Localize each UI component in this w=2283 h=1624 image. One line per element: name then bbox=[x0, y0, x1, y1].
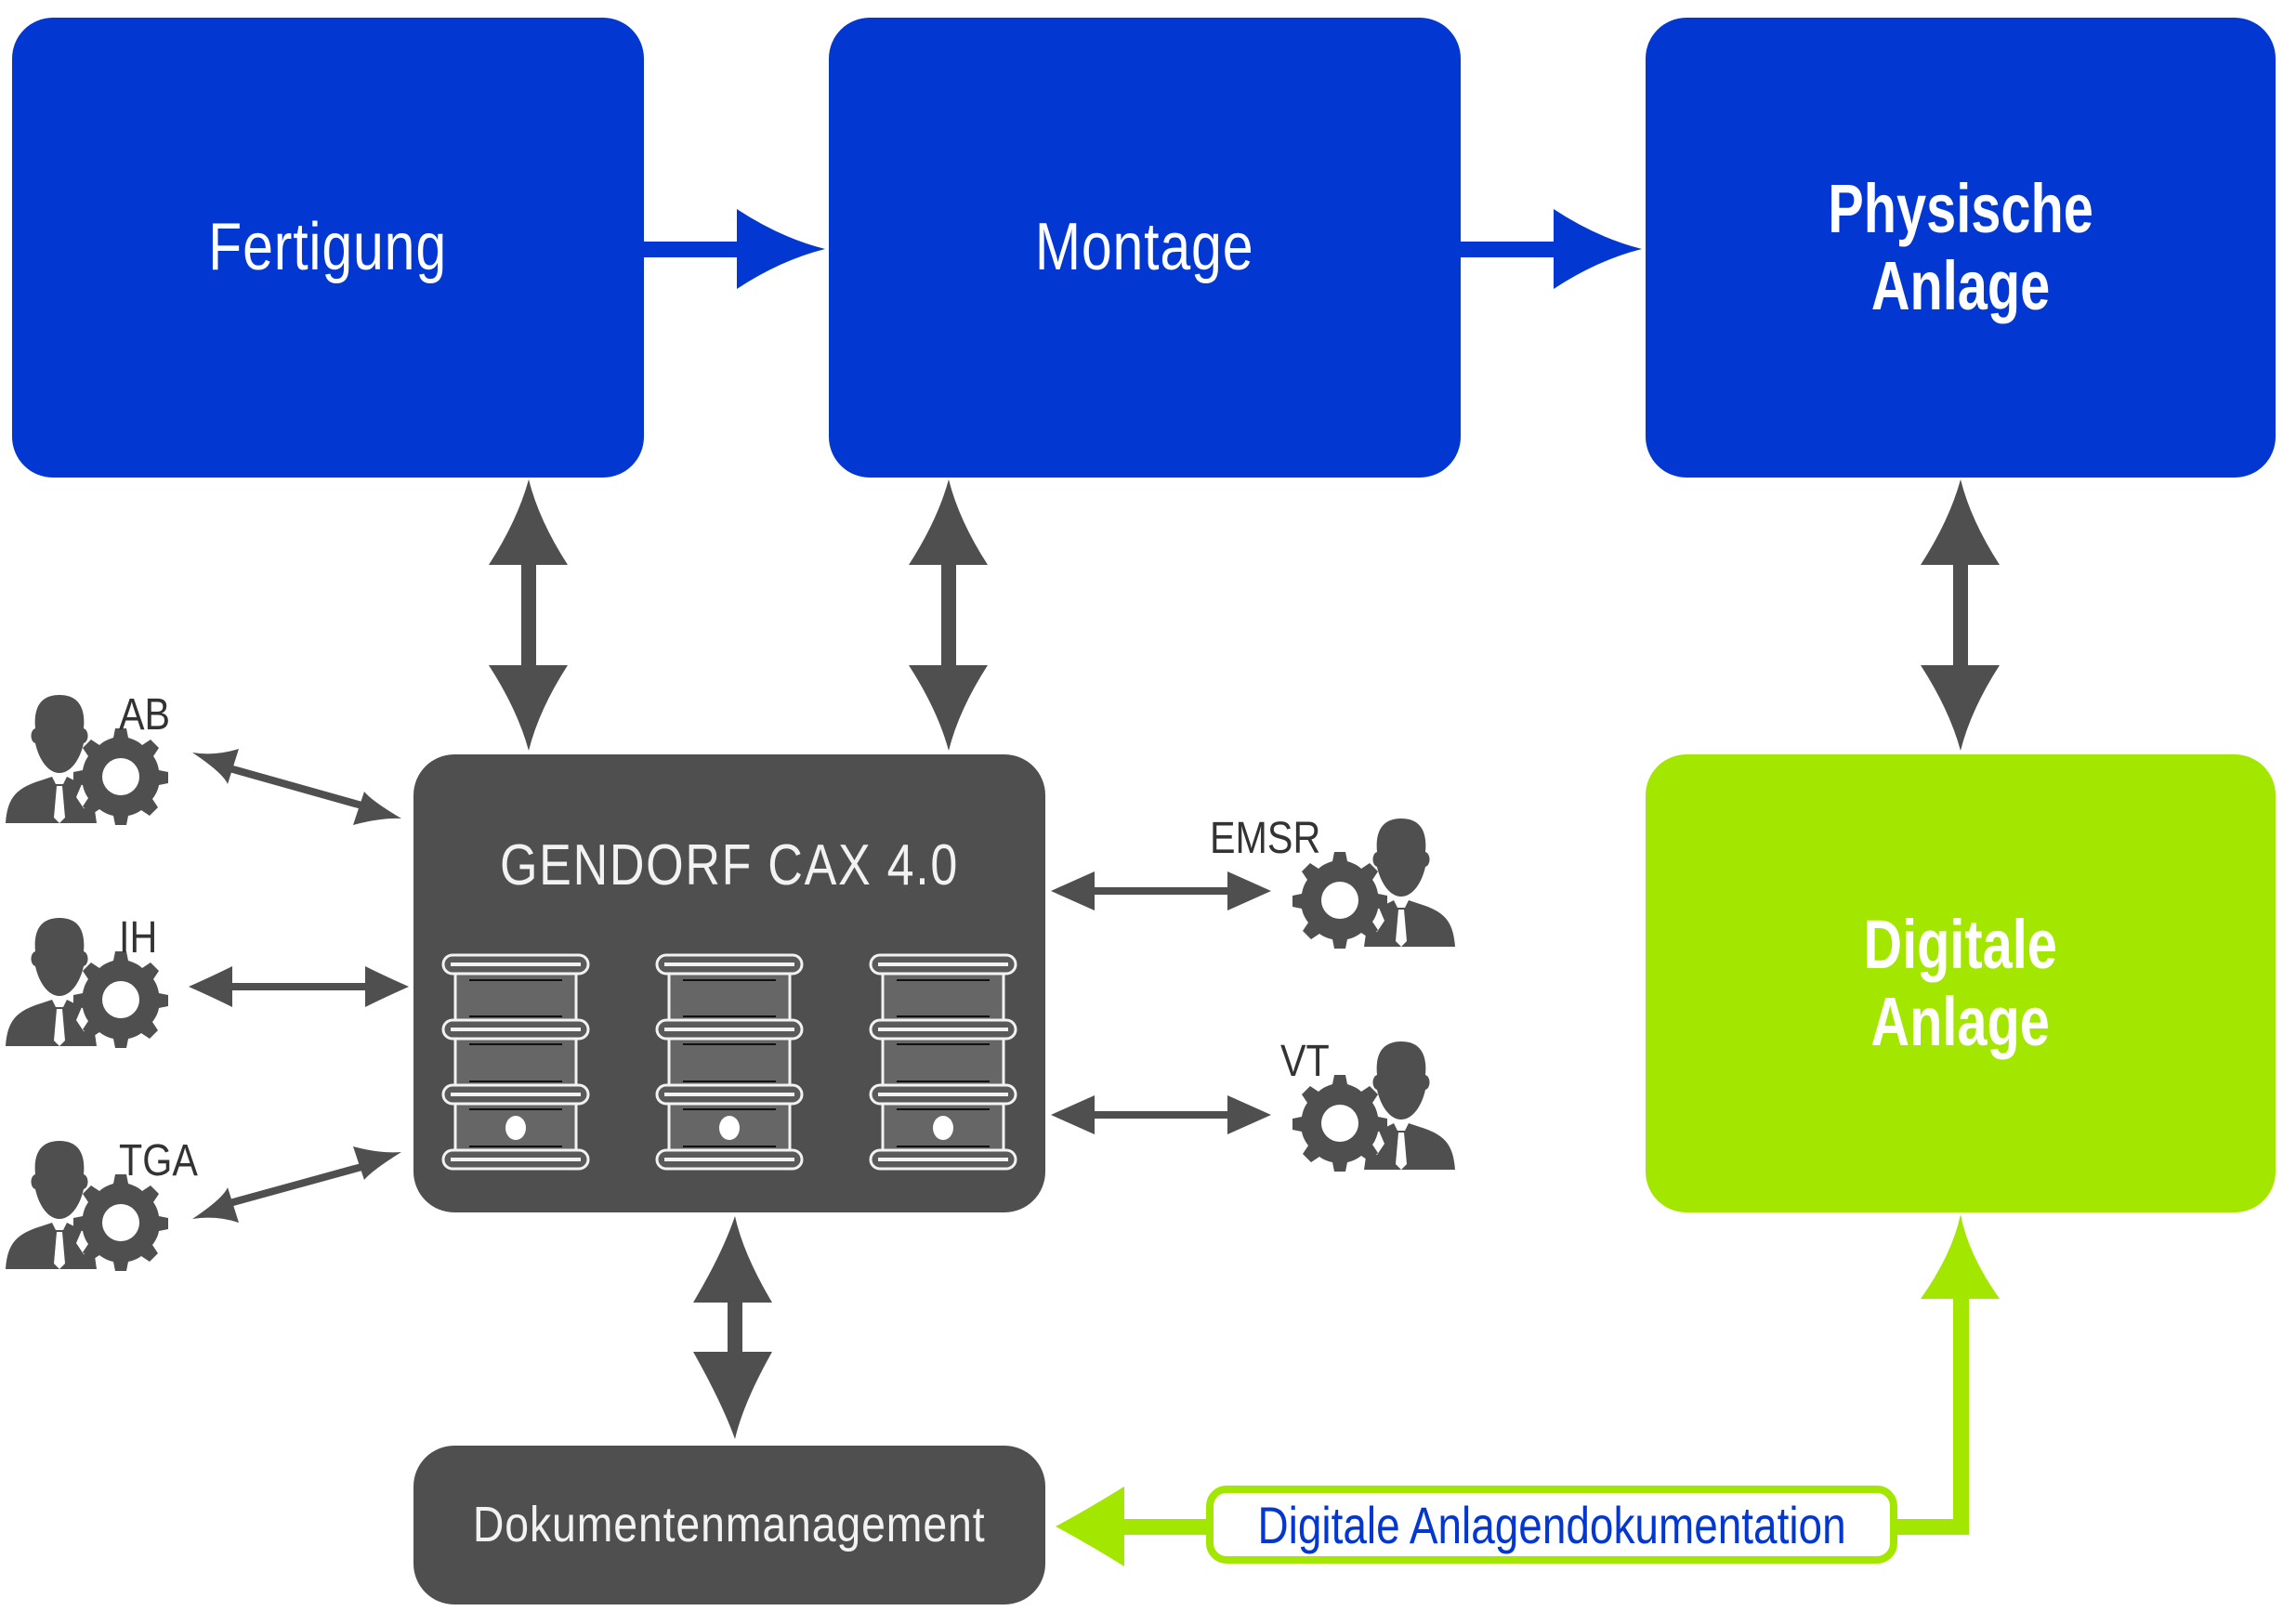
node-fertigung[interactable]: Fertigung bbox=[12, 18, 644, 478]
node-digitale-line1: Digitale bbox=[1863, 905, 2058, 983]
arrow-tga-cax bbox=[192, 1146, 401, 1223]
flow-label-text: Digitale Anlagendokumentation bbox=[1257, 1495, 1846, 1554]
arrow-ih-cax bbox=[189, 966, 409, 1007]
role-label-emsr: EMSR bbox=[1210, 814, 1321, 863]
role-label-tga: TGA bbox=[119, 1136, 198, 1185]
node-physische-anlage[interactable]: Physische Anlage bbox=[1646, 18, 2276, 478]
node-digitale-anlage[interactable]: Digitale Anlage bbox=[1646, 754, 2276, 1212]
node-digitale-anlage-label: Digitale Anlage bbox=[1863, 905, 2058, 1061]
arrow-cax-emsr bbox=[1051, 871, 1271, 910]
node-physische-anlage-label: Physische Anlage bbox=[1828, 169, 2093, 325]
node-gendorf-cax[interactable]: GENDORF CAX 4.0 bbox=[413, 754, 1045, 1212]
node-physische-line2: Anlage bbox=[1870, 246, 2051, 324]
node-digitale-line2: Anlage bbox=[1870, 982, 2051, 1060]
database-icon bbox=[869, 953, 1017, 1171]
node-physische-line1: Physische bbox=[1828, 169, 2093, 247]
arrow-cax-dokumente bbox=[693, 1216, 772, 1439]
node-montage[interactable]: Montage bbox=[829, 18, 1461, 478]
arrow-ab-cax bbox=[192, 749, 401, 825]
role-label-vt: VT bbox=[1280, 1037, 1330, 1086]
node-fertigung-label: Fertigung bbox=[208, 210, 448, 285]
node-gendorf-cax-title: GENDORF CAX 4.0 bbox=[499, 833, 960, 897]
flow-label-digitale-anlagendokumentation: Digitale Anlagendokumentation bbox=[1206, 1486, 1897, 1564]
database-icon bbox=[441, 953, 590, 1171]
arrow-fertigung-montage bbox=[644, 209, 825, 289]
node-dokumentenmanagement-label: Dokumentenmanagement bbox=[473, 1497, 986, 1553]
node-montage-label: Montage bbox=[1035, 210, 1254, 285]
role-label-ab: AB bbox=[119, 690, 171, 740]
arrow-fertigung-cax bbox=[489, 479, 568, 751]
node-dokumentenmanagement[interactable]: Dokumentenmanagement bbox=[413, 1446, 1045, 1604]
arrow-physische-digitale bbox=[1921, 479, 2000, 751]
arrow-montage-physische bbox=[1461, 209, 1642, 289]
arrow-montage-cax bbox=[909, 479, 988, 751]
arrow-cax-vt bbox=[1051, 1095, 1271, 1134]
database-icons bbox=[441, 953, 1017, 1171]
role-label-ih: IH bbox=[119, 913, 158, 963]
database-icon bbox=[655, 953, 804, 1171]
